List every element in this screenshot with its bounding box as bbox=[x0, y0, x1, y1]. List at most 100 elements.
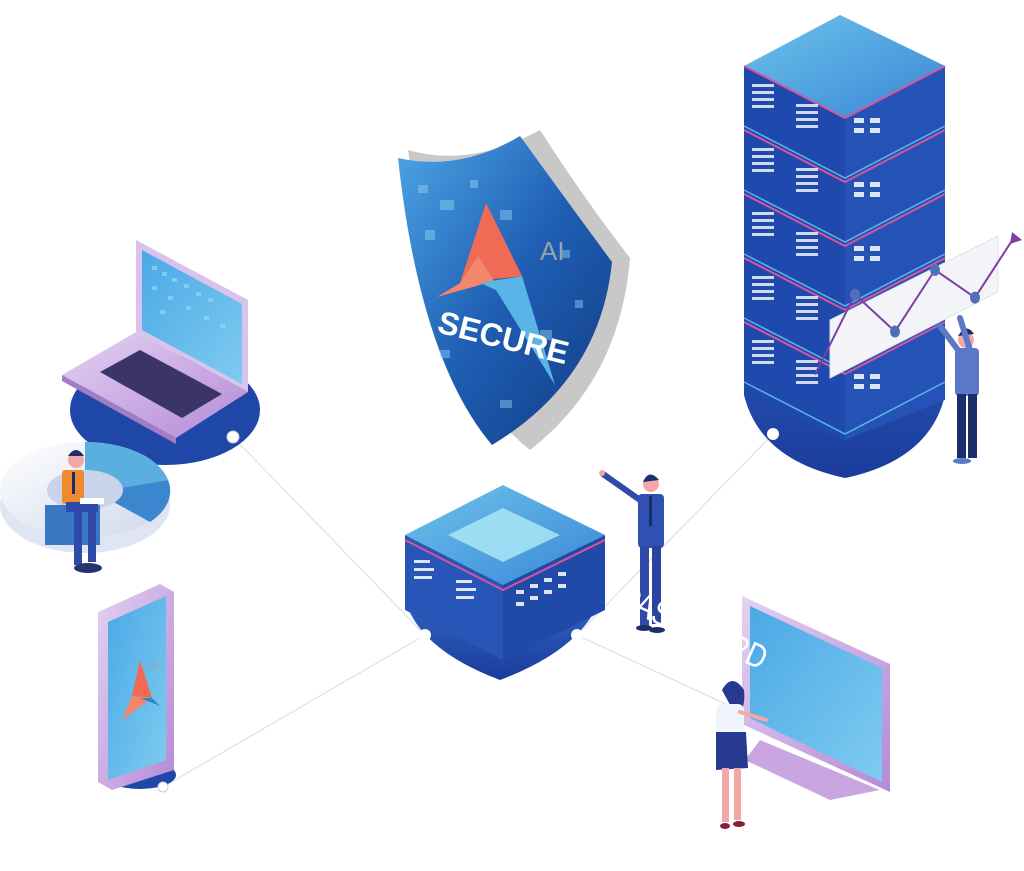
person-presenter bbox=[599, 470, 665, 633]
donut-segment-blue bbox=[85, 442, 168, 488]
laptop bbox=[62, 240, 260, 465]
server-status-block bbox=[854, 384, 864, 389]
trend-point bbox=[850, 288, 860, 301]
password-monitor: PASSWORD bbox=[615, 578, 890, 800]
server-data-row bbox=[796, 374, 818, 377]
trend-board-panel bbox=[829, 235, 999, 379]
server-unit-accent bbox=[743, 65, 946, 120]
server-left-face bbox=[744, 66, 845, 440]
server-unit bbox=[743, 321, 946, 435]
hub-node-left bbox=[419, 629, 431, 641]
network-connectors bbox=[162, 433, 774, 788]
server-data-row bbox=[752, 233, 774, 236]
server-data-row bbox=[752, 105, 774, 108]
trend-arrow-head bbox=[1010, 232, 1022, 244]
person-analyst bbox=[62, 450, 104, 573]
connector-phone-hub bbox=[162, 634, 426, 788]
server-unit bbox=[743, 65, 946, 179]
presenter-legs bbox=[640, 546, 649, 626]
server-unit bbox=[743, 129, 946, 243]
server-data-row bbox=[796, 360, 818, 363]
server-data-row bbox=[752, 98, 774, 101]
trend-chart-board bbox=[814, 232, 1022, 379]
server-data-row bbox=[752, 162, 774, 165]
server-data-row bbox=[796, 310, 818, 313]
chart-holder-legs bbox=[957, 394, 966, 458]
server-unit-accent bbox=[743, 321, 946, 376]
server-status-block bbox=[854, 192, 864, 197]
server-data-row bbox=[752, 340, 774, 343]
server-data-row bbox=[752, 169, 774, 172]
hub-right-face bbox=[503, 535, 605, 660]
server-status-block bbox=[870, 192, 880, 197]
laptop-node bbox=[226, 430, 240, 444]
server-status-block bbox=[870, 128, 880, 133]
phone-logo-left bbox=[122, 696, 152, 720]
server-data-row bbox=[752, 148, 774, 151]
server-data-row bbox=[796, 111, 818, 114]
server-data-row bbox=[796, 104, 818, 107]
shield-digital-pattern bbox=[418, 180, 583, 408]
phone-logo-top bbox=[132, 660, 152, 698]
server-status-block bbox=[854, 246, 864, 251]
server-unit-accent bbox=[743, 193, 946, 248]
server-data-row bbox=[796, 168, 818, 171]
server-data-row bbox=[752, 290, 774, 293]
server-data-row bbox=[796, 125, 818, 128]
connector-hub-server bbox=[576, 433, 774, 636]
server-units bbox=[743, 65, 946, 435]
server-data-row bbox=[752, 283, 774, 286]
server-data-row bbox=[752, 276, 774, 279]
hub-glass-panel bbox=[448, 508, 560, 562]
server-status-block bbox=[870, 256, 880, 261]
server-data-row bbox=[752, 155, 774, 158]
server-unit bbox=[743, 193, 946, 307]
connector-laptop-hub bbox=[232, 436, 426, 636]
server-data-row bbox=[796, 246, 818, 249]
server-unit-divider bbox=[743, 125, 946, 179]
analyst-legs bbox=[74, 510, 82, 565]
trend-line bbox=[814, 235, 1016, 376]
server-data-row bbox=[796, 175, 818, 178]
server-node bbox=[767, 428, 779, 440]
server-status-block bbox=[854, 374, 864, 379]
trend-point bbox=[970, 291, 980, 304]
server-data-row bbox=[796, 239, 818, 242]
server-status-block bbox=[854, 182, 864, 187]
hub-data-rows bbox=[414, 560, 566, 606]
server-data-row bbox=[752, 361, 774, 364]
server-data-row bbox=[796, 367, 818, 370]
analyst-laptop bbox=[80, 498, 104, 504]
laptop-screen-pixels bbox=[152, 266, 225, 328]
trend-points bbox=[850, 263, 980, 338]
laptop-keyboard bbox=[100, 350, 222, 418]
ai-secure-shield: AI SECURE bbox=[398, 130, 630, 450]
person-chart-holder bbox=[767, 315, 979, 464]
server-data-row bbox=[796, 317, 818, 320]
shield-ai-text: AI bbox=[540, 236, 565, 266]
server-status-block bbox=[870, 118, 880, 123]
server-status-block bbox=[854, 256, 864, 261]
chart-holder-jacket bbox=[955, 348, 979, 396]
server-tower bbox=[743, 15, 946, 478]
presenter-raised-arm bbox=[600, 471, 643, 503]
hub-left-face bbox=[405, 535, 503, 660]
server-data-row bbox=[752, 219, 774, 222]
woman-legs bbox=[722, 768, 729, 822]
hub-node-right bbox=[571, 629, 583, 641]
server-data-row bbox=[752, 347, 774, 350]
monitor-screen bbox=[750, 606, 882, 782]
phone-logo-text: AI bbox=[150, 662, 159, 673]
shield-logo-right bbox=[480, 276, 555, 385]
server-data-row bbox=[796, 381, 818, 384]
server-unit-divider bbox=[743, 189, 946, 243]
server-data-row bbox=[796, 182, 818, 185]
donut-chart bbox=[0, 442, 171, 553]
server-data-row bbox=[796, 232, 818, 235]
server-data-row bbox=[796, 118, 818, 121]
trend-point bbox=[930, 263, 940, 276]
server-status-block bbox=[854, 118, 864, 123]
woman-skirt bbox=[716, 732, 748, 770]
server-data-row bbox=[752, 91, 774, 94]
